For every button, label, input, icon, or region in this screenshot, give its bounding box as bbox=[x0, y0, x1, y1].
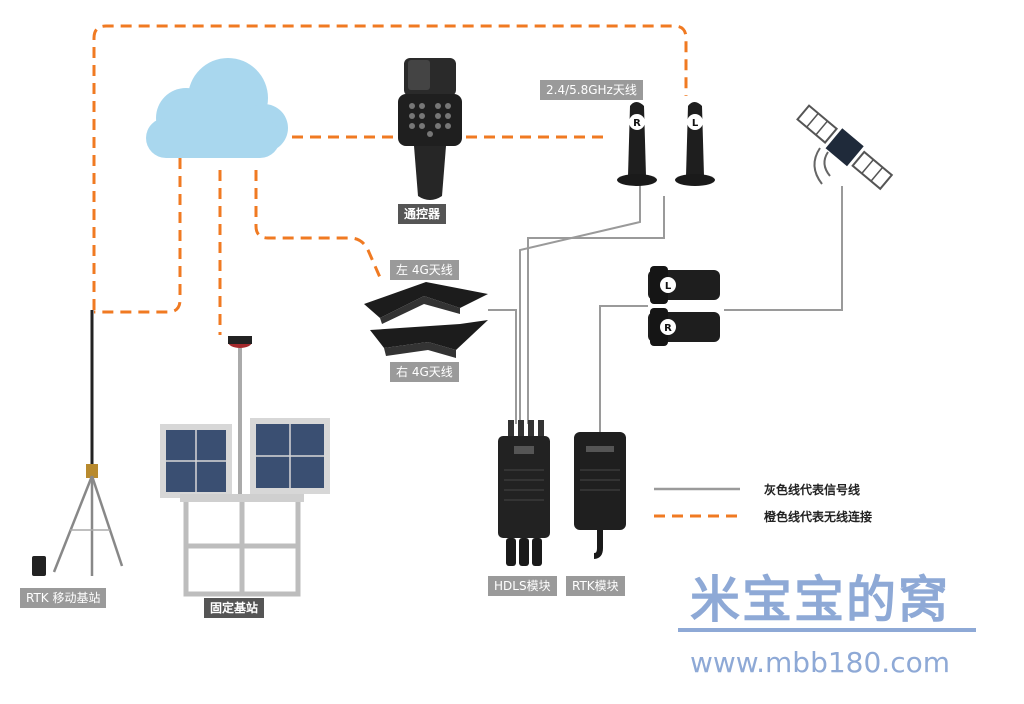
4g-antenna-left-icon bbox=[364, 282, 488, 324]
satellite-signal-icon bbox=[813, 147, 831, 185]
label-left-4g: 左 4G天线 bbox=[390, 260, 459, 280]
wireless-line-cloud-rtk bbox=[94, 158, 182, 314]
gnss-antenna-r-label: R bbox=[664, 323, 672, 334]
watermark-title: 米宝宝的窝 bbox=[690, 571, 950, 629]
label-rtk-module: RTK模块 bbox=[566, 576, 625, 596]
legend-gray-text: 灰色线代表信号线 bbox=[764, 483, 861, 497]
wireless-line-top-loop bbox=[92, 24, 688, 310]
wireless-line-cloud-4g bbox=[254, 170, 384, 283]
label-antenna-24-58: 2.4/5.8GHz天线 bbox=[540, 80, 643, 100]
signal-line-4g-hdls bbox=[488, 309, 517, 424]
wireless-connections bbox=[92, 24, 688, 335]
satellite-icon bbox=[796, 104, 894, 191]
label-hdls-module: HDLS模块 bbox=[488, 576, 557, 596]
4g-antenna-right-icon bbox=[370, 320, 488, 358]
label-rtk-mobile-base: RTK 移动基站 bbox=[20, 588, 107, 608]
tripod-icon bbox=[32, 310, 124, 576]
gnss-antenna-l-label: L bbox=[665, 281, 672, 292]
rtk-module-icon bbox=[574, 432, 626, 559]
antenna-r-label: R bbox=[633, 118, 641, 129]
gnss-antenna-icon bbox=[648, 266, 720, 346]
signal-connections bbox=[488, 182, 843, 432]
remote-controller-icon bbox=[398, 58, 462, 200]
solar-panel-icon bbox=[160, 336, 330, 597]
watermark-url: www.mbb180.com bbox=[690, 646, 950, 679]
antenna-icon bbox=[617, 102, 715, 186]
hdls-module-icon bbox=[498, 420, 550, 566]
label-remote-controller: 通控器 bbox=[398, 204, 447, 224]
antenna-l-label: L bbox=[692, 118, 699, 129]
label-fixed-base: 固定基站 bbox=[204, 598, 265, 618]
cloud-icon bbox=[146, 58, 288, 158]
label-right-4g: 右 4G天线 bbox=[390, 362, 459, 382]
watermark-divider bbox=[678, 628, 976, 632]
signal-line-gnss-rtk bbox=[599, 305, 648, 432]
signal-line-satellite bbox=[724, 186, 843, 311]
signal-line-antenna-r-hdls bbox=[519, 182, 641, 424]
legend-orange-text: 橙色线代表无线连接 bbox=[764, 510, 873, 524]
signal-line-antenna-l-hdls bbox=[527, 196, 665, 424]
